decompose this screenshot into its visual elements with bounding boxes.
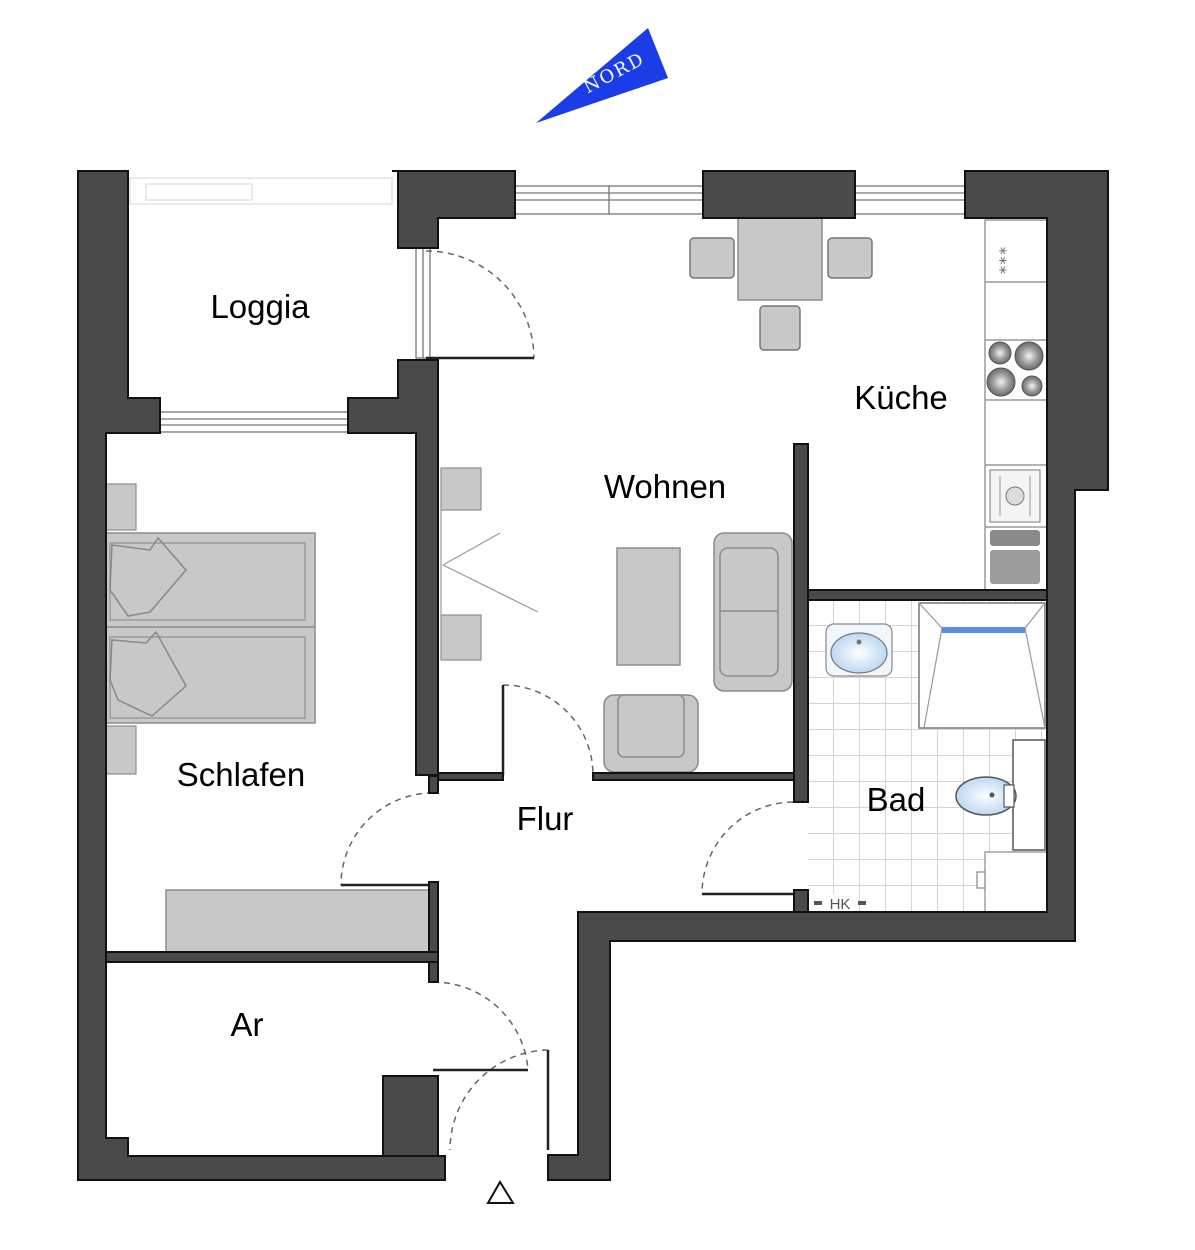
north-compass: NORD [536, 28, 668, 123]
washing-machine-icon [976, 851, 1048, 913]
interior-wall-living-bottom [437, 772, 504, 781]
armchair [603, 694, 699, 773]
kitchen-bath-wall [807, 589, 1048, 601]
window [159, 185, 966, 433]
room-label-kueche: Küche [854, 379, 948, 416]
bedroom-wall-right [428, 881, 439, 953]
nightstand [105, 483, 137, 775]
door-swing [340, 250, 794, 1151]
dishwasher-icon [990, 530, 1040, 584]
kitchen-sink-icon [989, 469, 1041, 523]
cooktop-icon [986, 341, 1044, 397]
exterior-wall-right [547, 170, 1109, 1181]
entrance-triangle-icon [486, 1180, 515, 1204]
room-label-ar: Ar [231, 1006, 264, 1043]
washbasin-icon [825, 623, 893, 677]
kitchen-wall [793, 443, 809, 803]
interior-wall-flur [592, 772, 795, 781]
double-bed [105, 532, 316, 724]
room-label-wohnen: Wohnen [604, 468, 726, 505]
room-labels: Loggia Küche Wohnen Schlafen Flur Bad Ar [177, 288, 948, 1043]
dining-chair [689, 237, 873, 351]
bedroom-wardrobe [165, 889, 433, 953]
bedroom-store-wall [105, 951, 439, 963]
heater-label: HK [830, 896, 851, 913]
heater-icon: HK [814, 894, 866, 913]
stove-knob-marks: *** [991, 246, 1010, 275]
walls [77, 170, 1109, 1181]
interior-wall-living [347, 359, 439, 776]
room-label-loggia: Loggia [210, 288, 310, 325]
loggia-railing [129, 177, 393, 205]
store-wall-lower [382, 1075, 439, 1157]
coffee-table [616, 547, 681, 666]
flur-jamb [428, 775, 439, 794]
dining-table [737, 217, 823, 301]
room-label-schlafen: Schlafen [177, 756, 305, 793]
compass-arrow-icon [536, 28, 668, 123]
room-label-bad: Bad [867, 781, 926, 818]
shower-tray-icon [918, 602, 1046, 729]
sofa [713, 532, 793, 692]
door-leaf [341, 356, 793, 1150]
loggia-wall-right [392, 170, 516, 249]
store-wall-right [428, 961, 439, 983]
toilet-icon [955, 739, 1046, 851]
wardrobe-sliding-doors [440, 467, 539, 661]
exterior-wall-left [77, 170, 446, 1181]
bath-wall-lower [793, 889, 809, 913]
room-label-flur: Flur [517, 800, 574, 837]
exterior-wall-top-middle [702, 170, 856, 219]
